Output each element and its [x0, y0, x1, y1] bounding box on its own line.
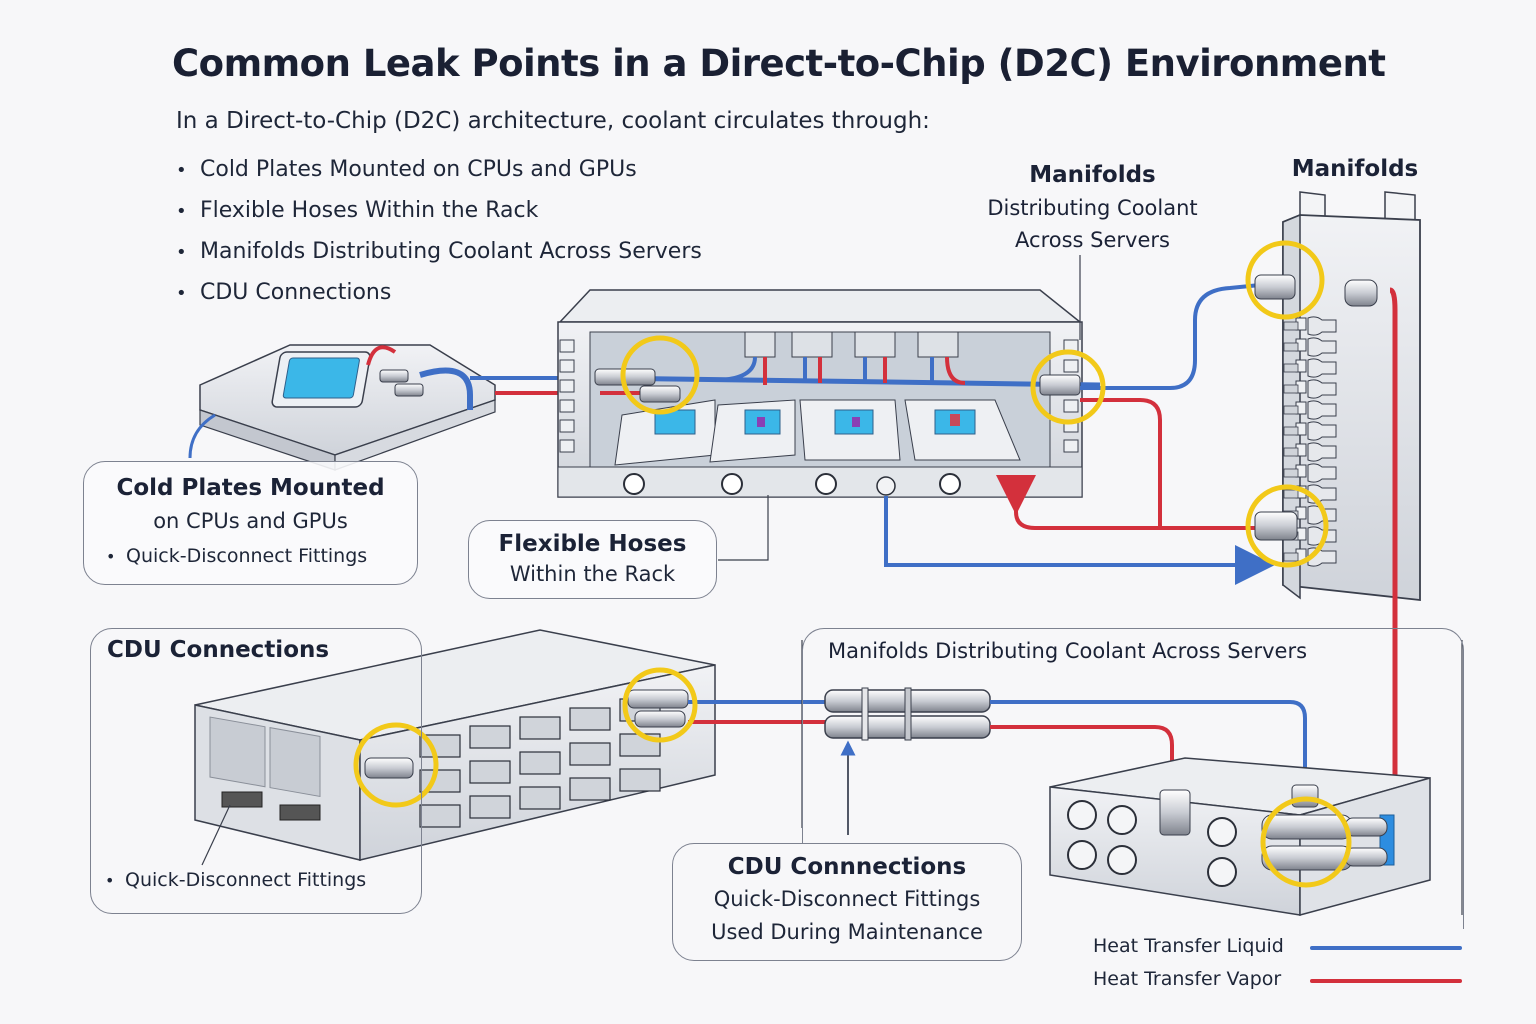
- manifold-fin: [1283, 363, 1299, 373]
- manifolds-top-line1: Distributing Coolant: [987, 196, 1198, 220]
- leak-point-highlight: [1245, 240, 1325, 320]
- manifolds-top-label: Manifolds Distributing Coolant Across Se…: [960, 158, 1225, 256]
- list-item: Flexible Hoses Within the Rack: [176, 194, 702, 235]
- manifold-fin: [1283, 489, 1299, 499]
- cold-plate-module: [199, 344, 496, 471]
- leak-point-highlight: [622, 667, 698, 743]
- cdu-slot: [519, 786, 561, 810]
- manifolds-right-label: Manifolds: [1291, 156, 1419, 182]
- list-item: CDU Connections: [176, 276, 702, 317]
- leak-point-highlight: [1260, 796, 1352, 888]
- manifold-fin: [1283, 447, 1299, 457]
- fan-icon: [1207, 857, 1237, 887]
- page-title: Common Leak Points in a Direct-to-Chip (…: [172, 42, 1386, 85]
- manifold-fin: [1283, 321, 1299, 331]
- cdu-slot: [569, 777, 611, 801]
- cold-plates-title: Cold Plates Mounted: [116, 475, 385, 501]
- server-unit-right: [1049, 757, 1431, 916]
- cdu-slot: [469, 725, 511, 749]
- cdu-slot: [469, 760, 511, 784]
- manifold-valve: [1307, 442, 1337, 462]
- cdu-slot: [569, 707, 611, 731]
- leak-point-highlight: [353, 722, 439, 808]
- flexible-hoses-line1: Within the Rack: [509, 562, 676, 586]
- fan-icon: [1207, 817, 1237, 847]
- flexible-hoses-callout: Flexible Hoses Within the Rack: [468, 520, 717, 599]
- list-item: Cold Plates Mounted on CPUs and GPUs: [176, 153, 702, 194]
- manifold-valve: [1307, 400, 1337, 420]
- manifold-valve: [1307, 463, 1337, 483]
- manifold-fin: [1283, 342, 1299, 352]
- manifold-fin: [1283, 384, 1299, 394]
- leak-point-highlight: [620, 335, 700, 415]
- fan-icon: [1067, 800, 1097, 830]
- cdu-slot: [469, 795, 511, 819]
- legend-liquid-label: Heat Transfer Liquid: [1093, 935, 1284, 957]
- manifold-valve: [1307, 526, 1337, 546]
- fan-icon: [1107, 805, 1137, 835]
- manifolds-bottom-title: Manifolds Distributing Coolant Across Se…: [828, 639, 1308, 663]
- manifold-fin: [1283, 468, 1299, 478]
- cold-plates-callout: Cold Plates Mounted on CPUs and GPUs Qui…: [83, 461, 418, 585]
- cdu-bottom-title: CDU Connnections: [727, 854, 967, 880]
- cold-plates-line1: on CPUs and GPUs: [153, 509, 348, 533]
- fan-icon: [1107, 845, 1137, 875]
- cold-plates-bullet: Quick-Disconnect Fittings: [84, 538, 417, 575]
- list-item: Manifolds Distributing Coolant Across Se…: [176, 235, 702, 276]
- manifold-valve: [1307, 379, 1337, 399]
- cdu-slot: [569, 742, 611, 766]
- intro-text: In a Direct-to-Chip (D2C) architecture, …: [176, 108, 930, 134]
- component-list: Cold Plates Mounted on CPUs and GPUs Fle…: [176, 153, 702, 317]
- manifolds-bottom-panel: Manifolds Distributing Coolant Across Se…: [802, 628, 1464, 929]
- cdu-connections-callout: CDU Connections Quick-Disconnect Fitting…: [90, 628, 422, 914]
- manifolds-top-title: Manifolds: [1029, 162, 1156, 188]
- manifold-fin: [1283, 552, 1299, 562]
- leak-point-highlight: [1245, 484, 1329, 568]
- server-boards: [614, 399, 1021, 466]
- inline-quick-disconnect: [824, 687, 991, 741]
- cdu-slot: [519, 751, 561, 775]
- manifolds-top-line2: Across Servers: [1015, 228, 1170, 252]
- manifold-valve: [1307, 421, 1337, 441]
- cdu-slot: [619, 768, 661, 792]
- manifold-valve: [1307, 316, 1337, 336]
- cdu-bottom-callout: CDU Connnections Quick-Disconnect Fittin…: [672, 843, 1022, 961]
- cdu-slot: [519, 716, 561, 740]
- cdu-bottom-line1: Quick-Disconnect Fittings: [713, 887, 981, 911]
- manifold-unit: [1282, 191, 1421, 602]
- cdu-left-bullet: Quick-Disconnect Fittings: [105, 869, 366, 891]
- cdu-slot: [419, 804, 461, 828]
- cdu-left-title: CDU Connections: [107, 637, 330, 663]
- manifold-valve: [1307, 358, 1337, 378]
- fan-icon: [1067, 840, 1097, 870]
- manifold-fin: [1283, 405, 1299, 415]
- cdu-bottom-line2: Used During Maintenance: [711, 920, 983, 944]
- legend-vapor-label: Heat Transfer Vapor: [1093, 968, 1282, 990]
- manifold-valve: [1307, 337, 1337, 357]
- flexible-hoses-title: Flexible Hoses: [498, 531, 687, 557]
- manifold-fin: [1283, 426, 1299, 436]
- leak-point-highlight: [1030, 349, 1106, 425]
